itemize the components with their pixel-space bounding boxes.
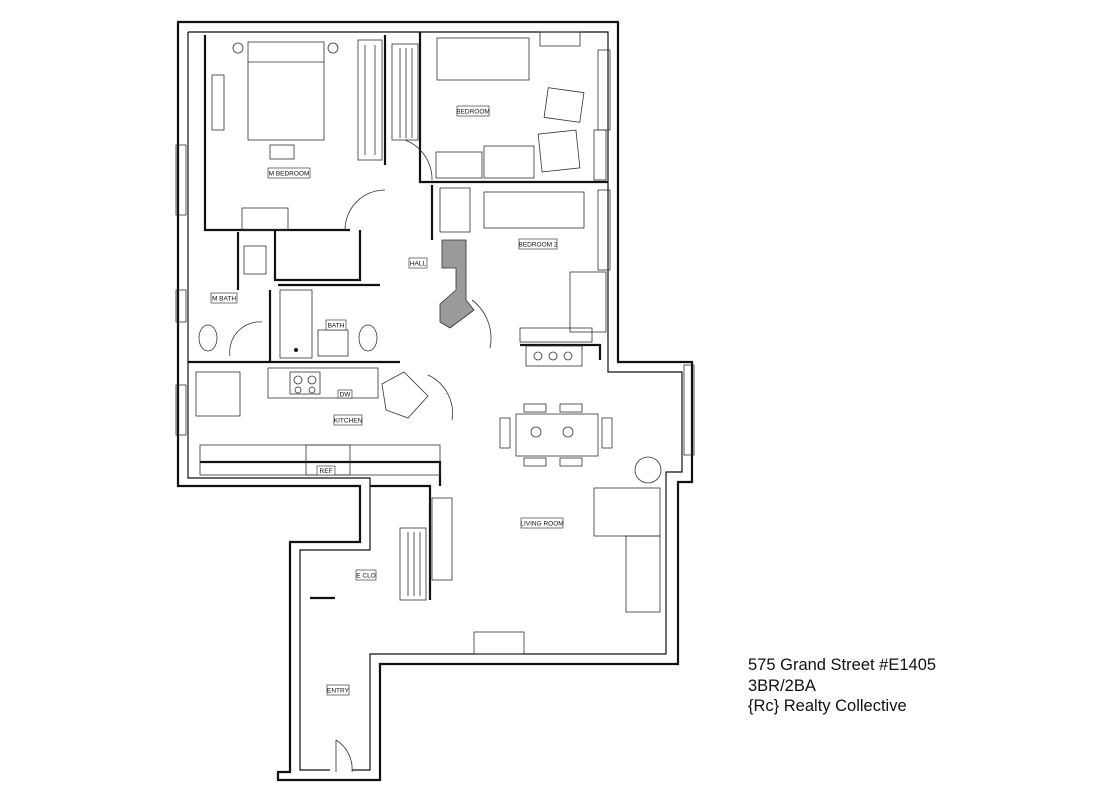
room-label-bedroom: BEDROOM (456, 105, 490, 117)
fixture-label-ref: REF (316, 465, 336, 476)
room-label-entry: ENTRY (326, 684, 350, 696)
svg-text:HALL: HALL (410, 261, 427, 268)
svg-text:REF: REF (320, 468, 333, 475)
room-label-bath: BATH (325, 319, 347, 331)
listing-layout: 3BR/2BA (748, 676, 816, 695)
listing-info: 575 Grand Street #E1405 3BR/2BA {Rc} Rea… (748, 655, 936, 717)
door-swings (344, 139, 492, 421)
svg-text:DW: DW (340, 392, 352, 399)
exterior-walls (175, 20, 695, 782)
fixture-label-dw: DW (337, 389, 353, 399)
listing-brand: {Rc} Realty Collective (748, 697, 907, 715)
svg-text:E CLO: E CLO (356, 573, 376, 580)
svg-text:LIVING ROOM: LIVING ROOM (520, 521, 563, 528)
svg-text:BEDROOM: BEDROOM (456, 109, 490, 116)
interior-walls (188, 32, 608, 600)
closet-hangers (364, 45, 376, 155)
room-label-kitchen: KITCHEN (333, 414, 363, 426)
room-label-m-bath: M BATH (210, 292, 238, 304)
room-label-hall: HALL (408, 257, 428, 269)
svg-text:BATH: BATH (328, 323, 345, 330)
room-label-living-room: LIVING ROOM (520, 517, 564, 529)
listing-address: 575 Grand Street #E1405 (748, 656, 937, 674)
room-label-m-bedroom: M BEDROOM (267, 167, 311, 179)
svg-text:KITCHEN: KITCHEN (334, 418, 363, 425)
room-label-e-clo: E CLO (355, 569, 377, 581)
svg-text:M BATH: M BATH (212, 296, 236, 303)
svg-text:ENTRY: ENTRY (327, 688, 350, 695)
svg-text:M BEDROOM: M BEDROOM (269, 171, 310, 178)
furniture (195, 31, 662, 773)
svg-text:BEDROOM 2: BEDROOM 2 (518, 242, 557, 249)
room-label-bedroom-2: BEDROOM 2 (518, 238, 558, 250)
